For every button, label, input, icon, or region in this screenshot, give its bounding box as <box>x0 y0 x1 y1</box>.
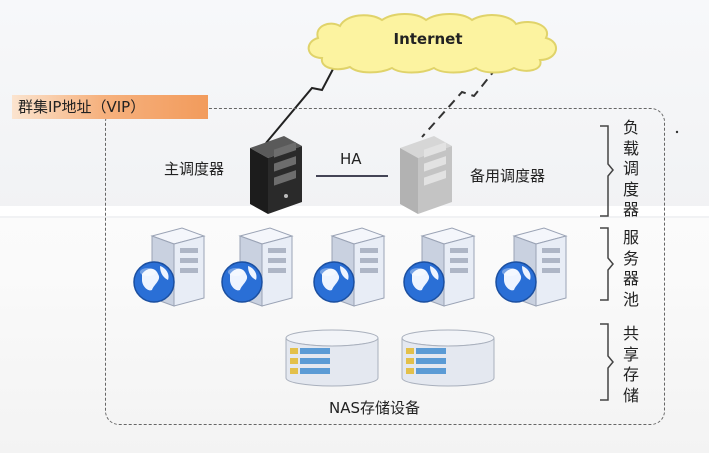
nas-unit-icon <box>285 329 379 387</box>
pool-server-icon <box>133 227 206 307</box>
cloud-icon <box>307 13 557 74</box>
background-gap <box>0 206 709 216</box>
backup-internet-link <box>421 55 507 138</box>
pool-server-icon <box>313 227 386 307</box>
pool-server-icon <box>495 227 568 307</box>
nas-label: NAS存储设备 <box>329 399 421 417</box>
cluster-boundary <box>105 108 665 425</box>
primary-internet-link <box>265 51 343 144</box>
backup-scheduler-label: 备用调度器 <box>470 167 546 185</box>
ha-label: HA <box>340 150 362 168</box>
internet-label: Internet <box>393 30 463 48</box>
layer-label-load-balancer: 负载调度器 <box>622 118 639 219</box>
edge-dot <box>675 130 679 134</box>
layer-braces <box>600 125 614 401</box>
backup-scheduler-server-icon <box>400 136 452 214</box>
layer-label-server-pool: 服务器池 <box>622 228 639 309</box>
primary-scheduler-label: 主调度器 <box>164 160 225 178</box>
layer-label-shared-storage: 共享存储 <box>622 324 639 405</box>
nas-unit-icon <box>401 329 495 387</box>
vip-label: 群集IP地址（VIP） <box>12 95 208 119</box>
primary-scheduler-server-icon <box>250 136 302 214</box>
pool-server-icon <box>221 227 294 307</box>
pool-server-icon <box>403 227 476 307</box>
